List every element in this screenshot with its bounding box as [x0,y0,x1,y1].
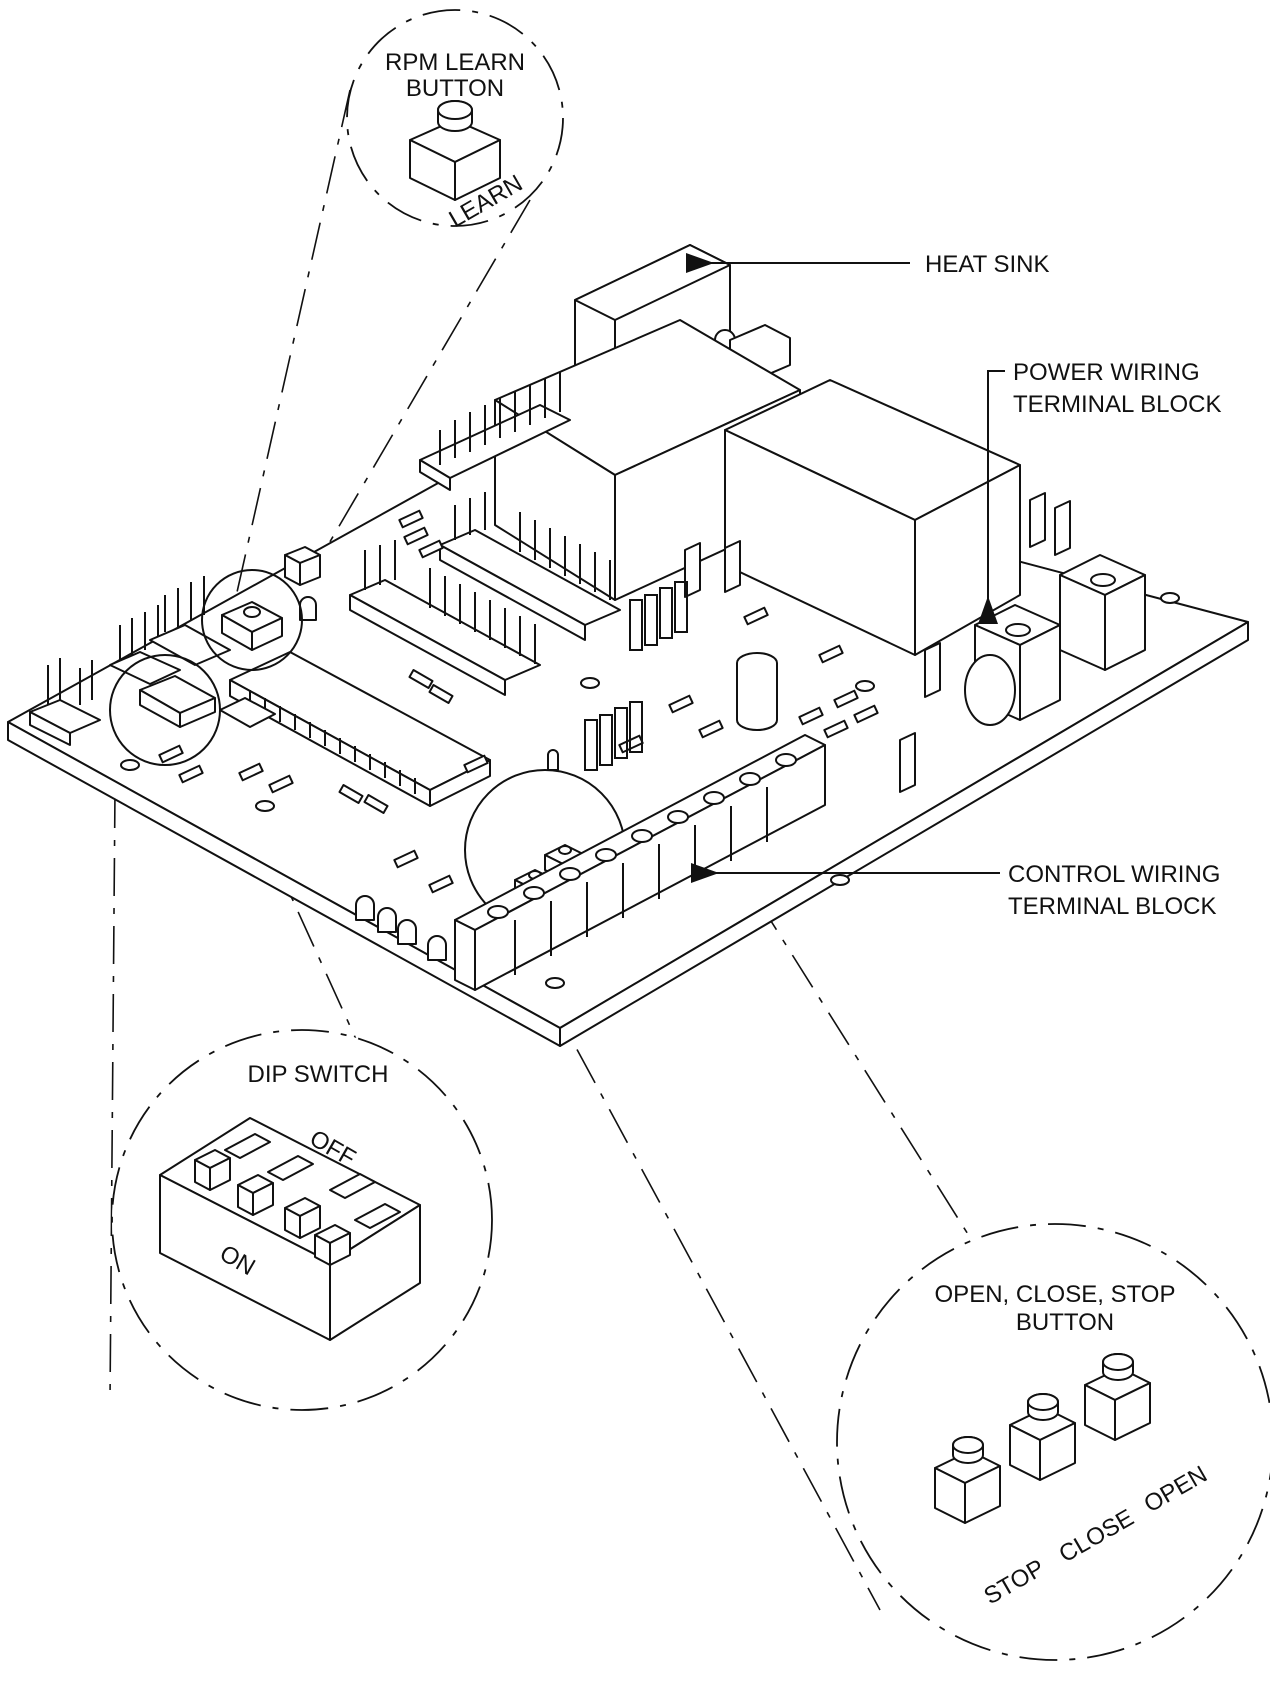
header-connectors [29,372,621,746]
board-learn-button [201,569,303,671]
leds [299,596,559,961]
capacitor [736,652,778,731]
control-terminal-block [454,734,826,991]
power-wiring-label-line-2: TERMINAL BLOCK [1013,391,1222,418]
dip-switch-icon [159,1117,421,1341]
callout-arrows [686,253,1005,883]
dip-switch-title: DIP SWITCH [248,1061,389,1088]
dip-switch-callout: DIP SWITCH [111,1029,493,1411]
rpm-learn-callout: RPM LEARN BUTTON LEARN [346,9,564,233]
rpm-learn-title-line-2: BUTTON [406,75,504,102]
spade-terminals [584,492,1071,793]
learn-button-icon [409,100,501,201]
jumper [284,546,321,586]
ic-chip [219,651,491,807]
control-wiring-label-line-2: TERMINAL BLOCK [1008,893,1217,920]
power-wiring-label-line-1: POWER WIRING [1013,359,1200,386]
heat-sink-label: HEAT SINK [925,251,1049,278]
ocs-title-line-1: OPEN, CLOSE, STOP [935,1281,1176,1308]
board-dip-switch [109,654,221,766]
open-close-stop-callout: OPEN, CLOSE, STOP BUTTON STOP [836,1223,1270,1661]
ocs-buttons-icon [934,1353,1151,1524]
ocs-title-line-2: BUTTON [1016,1309,1114,1336]
rpm-learn-title-line-1: RPM LEARN [385,49,525,76]
control-wiring-label-line-1: CONTROL WIRING [1008,861,1220,888]
callout-labels: HEAT SINK POWER WIRING TERMINAL BLOCK CO… [925,251,1222,920]
power-terminal-block [964,554,1146,726]
resistors [158,509,879,894]
